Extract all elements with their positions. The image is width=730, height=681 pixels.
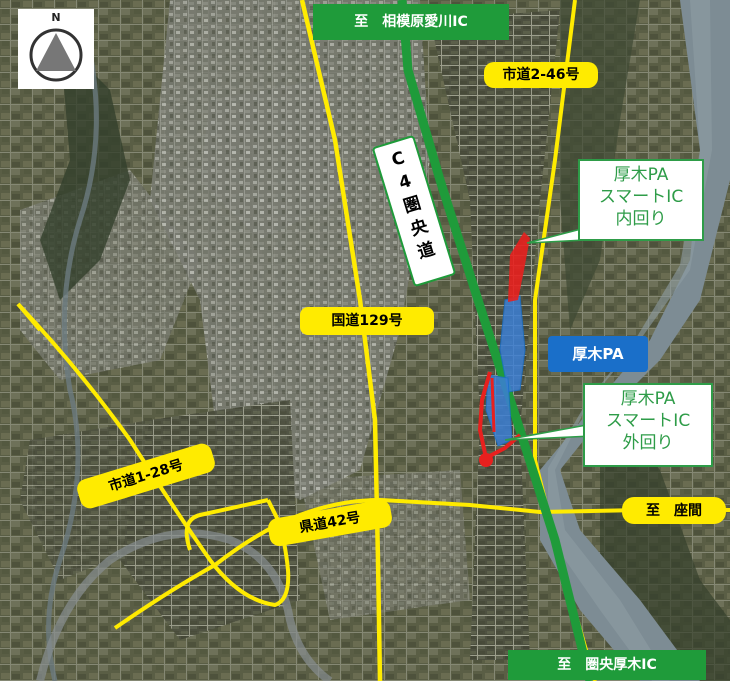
callout-inner-line1: 厚木PA: [613, 165, 669, 185]
label-to-zama: 至 座間: [622, 497, 726, 524]
callout-outer-line1: 厚木PA: [620, 389, 676, 409]
label-atsugi-pa: 厚木PA: [548, 336, 648, 372]
callout-inner-line3: 内回り: [615, 209, 667, 229]
north-letter: N: [51, 11, 61, 24]
label-shido-2-46: 市道2-46号: [484, 62, 598, 88]
label-to-ken-o-atsugi-ic: 至 圏央厚木IC: [508, 650, 706, 680]
callout-inner-line2: スマートIC: [598, 187, 684, 207]
callout-outer-line3: 外回り: [622, 433, 674, 453]
label-kokudo-129: 国道129号: [300, 307, 434, 335]
compass: N: [18, 9, 94, 89]
callout-outer-line2: スマートIC: [605, 411, 691, 431]
callout-smart-ic-outer: 厚木PA スマートIC 外回り: [583, 383, 713, 467]
label-to-sagamihara-aikawa-ic: 至 相模原愛川IC: [313, 4, 509, 40]
callout-smart-ic-inner: 厚木PA スマートIC 内回り: [578, 159, 704, 241]
north-arrow-icon: [29, 28, 83, 82]
